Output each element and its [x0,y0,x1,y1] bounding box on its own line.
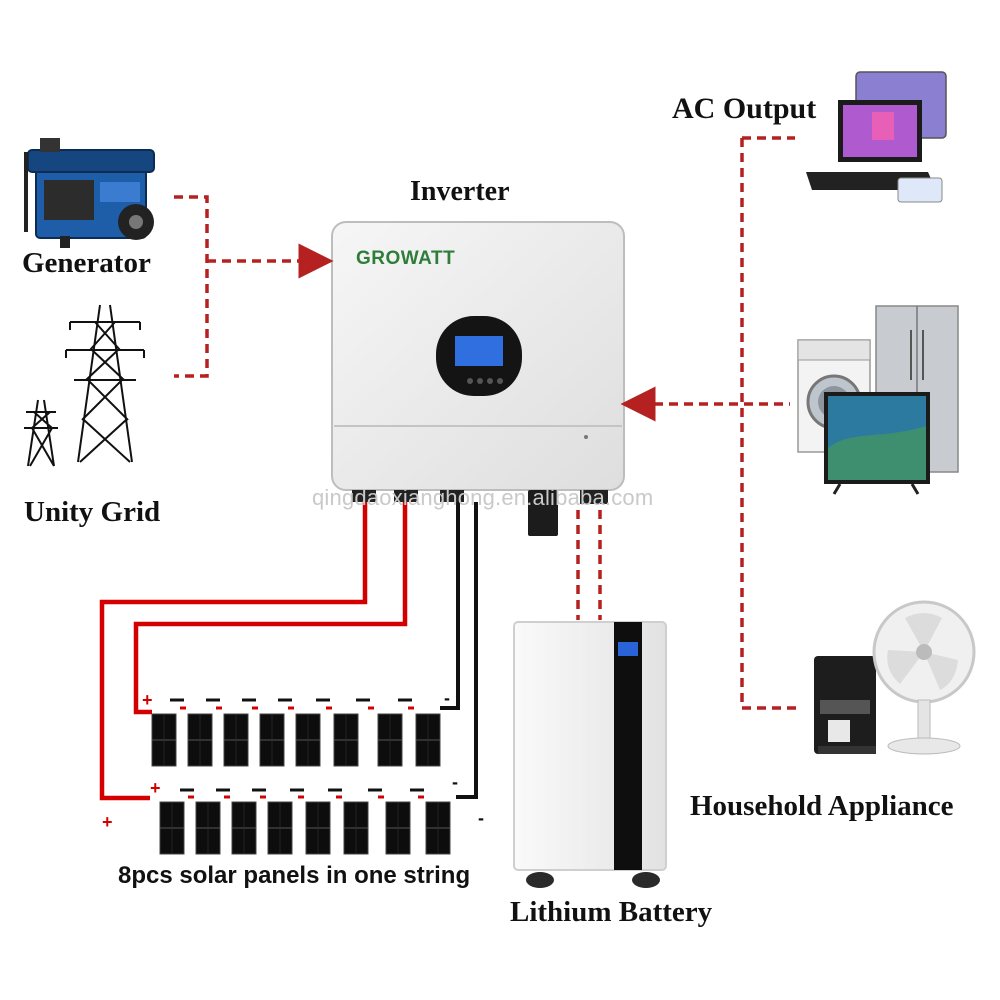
fan-icon [872,600,976,755]
laptop-tablet-icon [806,71,947,203]
panel-connectors [170,698,424,799]
inverter-label: Inverter [410,176,510,207]
ac-input-lines [174,195,334,378]
solar-panel-icon [151,713,451,855]
minus-sign: - [452,772,458,792]
lithium-battery-icon [513,621,667,888]
watermark: qingdaoxianghong.en.alibaba.com [312,485,654,510]
battery-link-lines [576,510,602,620]
household-appliance-label: Household Appliance [690,790,954,822]
television-icon [824,392,930,495]
plus-sign: + [102,812,113,832]
ac-output-label: AC Output [672,92,817,125]
minus-sign: - [444,688,450,708]
inverter-icon [331,221,625,536]
minus-sign: - [478,808,484,828]
grid-label: Unity Grid [24,496,161,528]
power-tower-icon [24,304,145,467]
coffee-machine-icon [814,656,876,754]
plus-sign: + [150,778,161,798]
dc-negative-wires [440,502,478,799]
panels-caption: 8pcs solar panels in one string [118,862,471,889]
generator-label: Generator [22,247,151,279]
plus-sign: + [142,690,153,710]
battery-label: Lithium Battery [510,896,713,928]
generator-icon [24,138,155,248]
ac-output-lines [620,136,798,710]
dc-positive-wires [99,502,408,801]
inverter-brand: GROWATT [356,248,456,269]
